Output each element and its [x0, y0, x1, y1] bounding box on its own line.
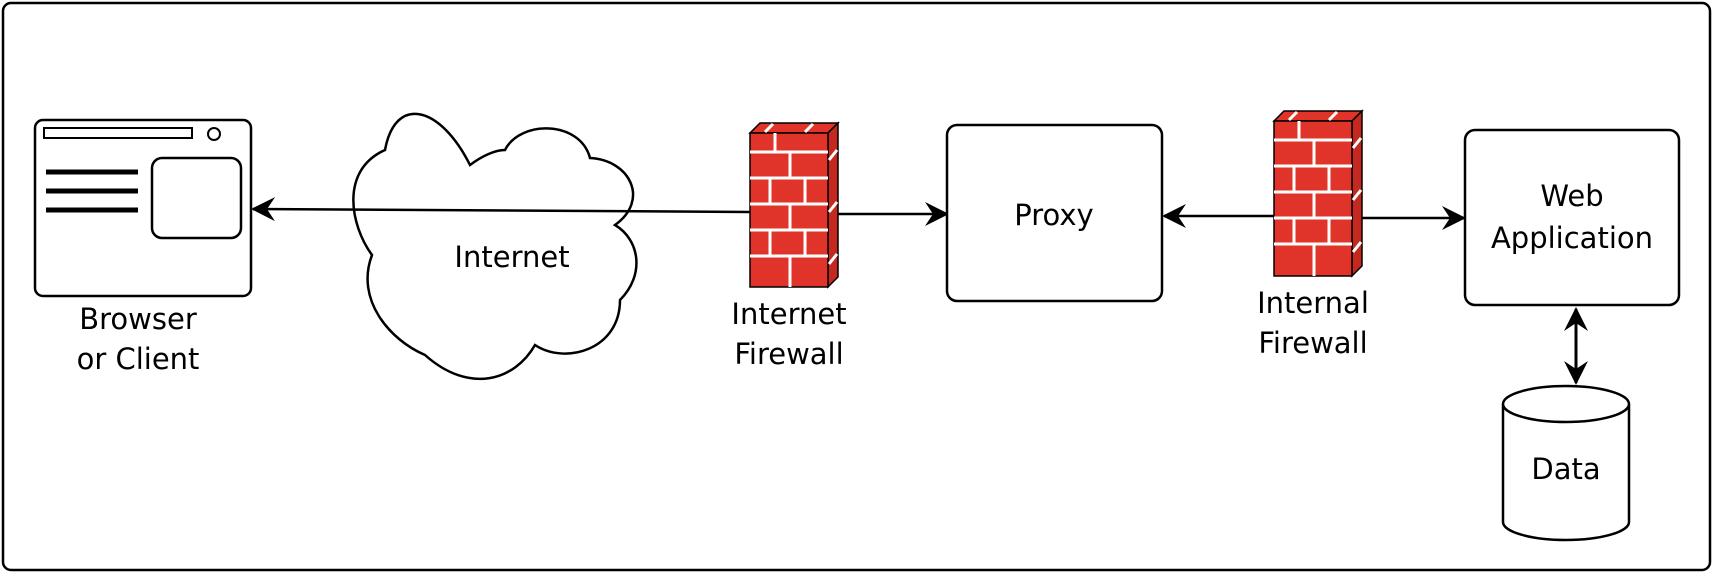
proxy-label: Proxy: [1014, 198, 1093, 232]
firewall-icon: [1272, 109, 1364, 278]
web-application-label-line1: Web: [1540, 179, 1603, 213]
browser-label-line1: Browser: [79, 302, 197, 336]
database-icon: [1501, 384, 1631, 542]
internal-firewall-node: Internal Firewall: [1257, 109, 1369, 360]
internal-firewall-label-line1: Internal: [1257, 286, 1369, 320]
internet-firewall-label-line1: Internet: [731, 297, 846, 331]
internet-node: Internet: [352, 112, 638, 380]
browser-label-line2: or Client: [77, 342, 200, 376]
browser-node: Browser or Client: [33, 118, 253, 376]
browser-window-icon: [33, 118, 253, 298]
data-label: Data: [1531, 452, 1600, 486]
web-application-node: Web Application: [1463, 128, 1681, 307]
internet-firewall-label-line2: Firewall: [734, 337, 843, 371]
internet-firewall-node: Internet Firewall: [731, 121, 847, 371]
web-application-label-line2: Application: [1491, 221, 1653, 255]
proxy-node: Proxy: [945, 123, 1164, 303]
firewall-icon: [748, 121, 840, 289]
browser-to-internet-arrow: [251, 197, 751, 222]
web-application-box: [1463, 128, 1681, 307]
internal-firewall-label-line2: Firewall: [1258, 326, 1367, 360]
internet-label: Internet: [454, 240, 569, 274]
data-node: Data: [1501, 384, 1631, 542]
cloud-icon: [352, 112, 638, 380]
